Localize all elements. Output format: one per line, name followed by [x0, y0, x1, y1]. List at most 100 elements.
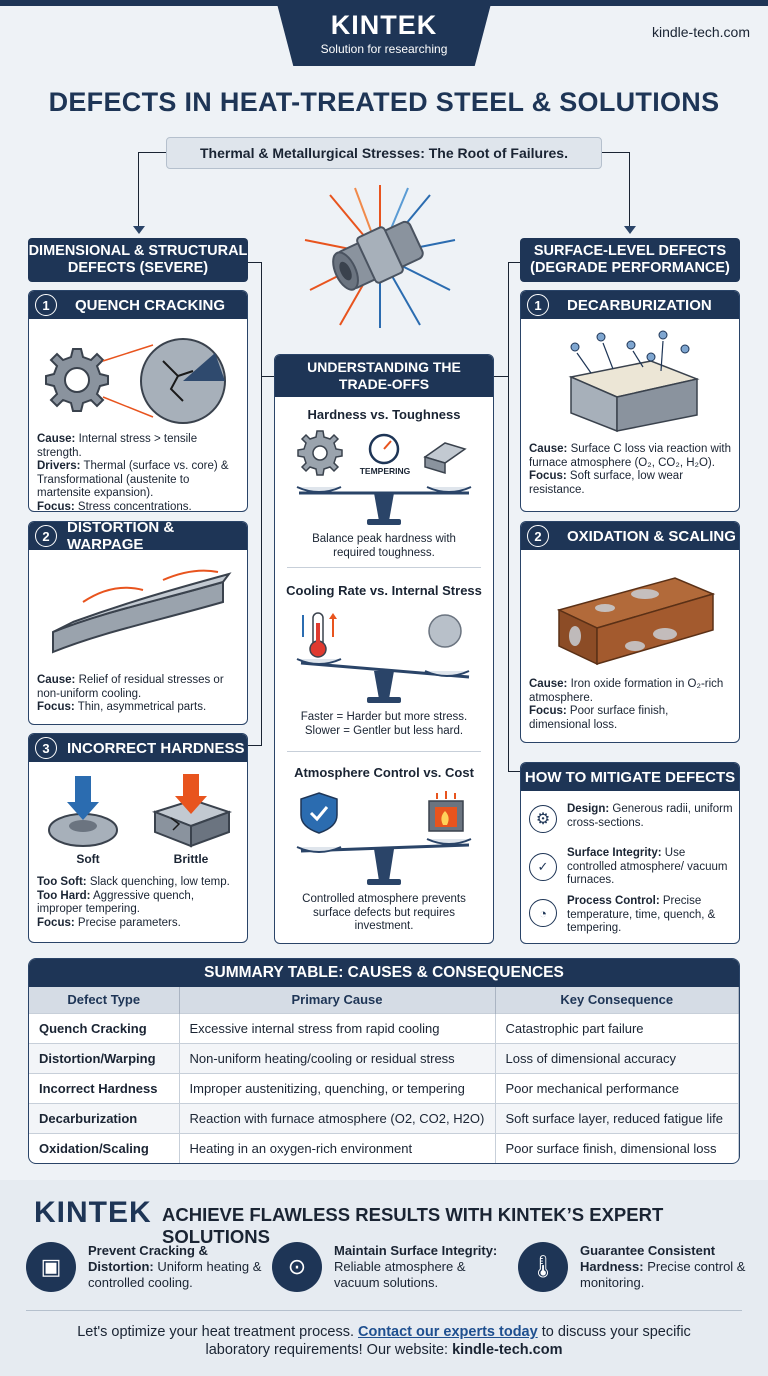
website-link[interactable]: kindle-tech.com	[651, 24, 750, 40]
tradeoff-3-caption: Controlled atmosphere prevents surface d…	[302, 893, 466, 932]
cta-mid: to discuss your specific laboratory requ…	[205, 1324, 691, 1358]
feature-surface: ⊙ Maintain Surface Integrity: Reliable a…	[272, 1240, 512, 1300]
distortion-text: Cause: Relief of residual stresses or no…	[37, 674, 239, 715]
distortion-title: DISTORTION & WARPAGE	[67, 519, 175, 553]
header-defect-type: Defect Type	[29, 987, 180, 1013]
table-cell: Loss of dimensional accuracy	[495, 1042, 739, 1073]
qc-drivers-label: Drivers:	[37, 460, 81, 472]
tradeoffs-panel: UNDERSTANDING THE TRADE-OFFS Hardness vs…	[274, 354, 494, 944]
header-primary-cause: Primary Cause	[179, 987, 496, 1013]
connector-center-right	[494, 376, 508, 377]
qc-focus-label: Focus:	[37, 500, 75, 513]
footer-logo[interactable]: KINTEK	[34, 1196, 152, 1229]
summary-table: Defect Type Primary Cause Key Consequenc…	[29, 987, 739, 1163]
dc-cause-label: Cause:	[529, 443, 568, 455]
dc-focus-label: Focus:	[529, 470, 567, 482]
qc-cause: Internal stress > tensile strength.	[37, 433, 198, 459]
feature-hardness-text: Precise control & monitoring.	[580, 1259, 746, 1290]
dist-focus: Thin, asymmetrical parts.	[77, 701, 207, 713]
table-cell: Decarburization	[29, 1102, 180, 1133]
oxidation-header: 2 OXIDATION & SCALING	[521, 522, 739, 550]
mitigate-surface-text: Use controlled atmosphere/ vacuum furnac…	[567, 847, 728, 886]
decarburization-text: Cause: Surface C loss via reaction with …	[529, 443, 731, 497]
feature-surface-label: Maintain Surface Integrity:	[334, 1243, 498, 1258]
qc-drivers: Thermal (surface vs. core) & Transformat…	[37, 460, 229, 499]
tradeoff-2-title: Cooling Rate vs. Internal Stress	[286, 583, 482, 598]
table-cell: Incorrect Hardness	[29, 1072, 180, 1103]
stress-burst-illustration	[304, 185, 456, 328]
tempering-label: TEMPERING	[359, 466, 411, 476]
table-cell: Soft surface layer, reduced fatigue life	[495, 1102, 739, 1133]
furnace-icon: ▣	[26, 1242, 76, 1292]
mitigate-surface-label: Surface Integrity:	[567, 847, 662, 859]
balance-scale-icon-2	[296, 612, 470, 703]
dc-focus: Soft surface, low wear resistance.	[529, 470, 684, 496]
decarburization-header: 1 DECARBURIZATION	[521, 291, 739, 319]
quench-cracking-text: Cause: Internal stress > tensile strengt…	[37, 433, 239, 514]
tradeoff-2-caption-a: Faster = Harder but more stress.	[300, 711, 468, 723]
tradeoff-1-caption: Balance peak hardness with required toug…	[312, 533, 456, 559]
oxidation-panel: 2 OXIDATION & SCALING Cause: Iron oxide …	[520, 521, 740, 743]
mitigate-title: HOW TO MITIGATE DEFECTS	[524, 768, 736, 786]
ih-soft-label: Too Soft:	[37, 876, 87, 888]
arrow-right	[624, 226, 636, 234]
oxidation-number: 2	[527, 525, 549, 547]
distortion-panel: 2 DISTORTION & WARPAGE Cause: Relief of …	[28, 519, 248, 725]
cta-website-link[interactable]: kindle-tech.com	[452, 1342, 563, 1358]
ox-focus-label: Focus:	[529, 705, 567, 717]
logo-tab	[276, 0, 492, 66]
feature-surface-text: Reliable atmosphere & vacuum solutions.	[334, 1259, 466, 1290]
incorrect-hardness-header: 3 INCORRECT HARDNESS	[29, 734, 247, 762]
mitigate-process-label: Process Control:	[567, 895, 660, 907]
bracket-right	[508, 262, 520, 772]
right-section-header: SURFACE-LEVEL DEFECTS (DEGRADE PERFORMAN…	[520, 238, 740, 282]
arrow-left	[133, 226, 145, 234]
summary-table-title: SUMMARY TABLE: CAUSES & CONSEQUENCES	[29, 959, 739, 987]
ox-cause-label: Cause:	[529, 678, 568, 690]
incorrect-hardness-number: 3	[35, 737, 57, 759]
decarburization-title: DECARBURIZATION	[567, 296, 712, 314]
shield-icon: ✓	[529, 853, 557, 881]
feature-cracking-text: Uniform heating & controlled cooling.	[88, 1259, 262, 1290]
footer-divider	[26, 1310, 742, 1311]
contact-experts-link[interactable]: Contact our experts today	[358, 1324, 538, 1340]
tradeoff-1-title: Hardness vs. Toughness	[307, 407, 461, 422]
dist-focus-label: Focus:	[37, 701, 75, 713]
distortion-header: 2 DISTORTION & WARPAGE	[29, 519, 247, 553]
connector-right	[602, 152, 630, 230]
left-section-header: DIMENSIONAL & STRUCTURAL DEFECTS (SEVERE…	[28, 238, 248, 282]
gauge-icon: ◔	[529, 899, 557, 927]
ih-focus-label: Focus:	[37, 916, 75, 929]
decarburization-panel: 1 DECARBURIZATION Cause: Surface C loss …	[520, 290, 740, 512]
mitigate-design-text: Generous radii, uniform cross-sections.	[567, 803, 733, 829]
table-cell: Quench Cracking	[29, 1012, 180, 1043]
gear-crack-icon	[45, 338, 226, 424]
rusted-block-icon	[556, 577, 716, 666]
tradeoffs-header: UNDERSTANDING THE TRADE-OFFS	[275, 355, 493, 397]
incorrect-hardness-text: Too Soft: Slack quenching, low temp. Too…	[37, 876, 239, 930]
bracket-left	[248, 262, 262, 746]
table-cell: Poor mechanical performance	[495, 1072, 739, 1103]
header-key-consequence: Key Consequence	[495, 987, 739, 1013]
kintek-logo[interactable]: KINTEK	[330, 10, 438, 40]
warped-bar-icon	[52, 569, 232, 654]
divider-1	[287, 567, 481, 568]
tradeoff-3-title: Atmosphere Control vs. Cost	[294, 765, 474, 780]
tradeoffs-title-2: TRADE-OFFS	[338, 376, 430, 392]
summary-table-panel: SUMMARY TABLE: CAUSES & CONSEQUENCES Def…	[28, 958, 740, 1164]
tradeoff-2-caption-b: Slower = Gentler but less hard.	[304, 725, 464, 737]
oxidation-text: Cause: Iron oxide formation in O₂-rich a…	[529, 678, 731, 732]
mitigate-item-process: ◔ Process Control: Precise temperature, …	[529, 895, 733, 939]
table-cell: Oxidation/Scaling	[29, 1132, 180, 1163]
quench-cracking-number: 1	[35, 294, 57, 316]
mitigate-header: HOW TO MITIGATE DEFECTS	[521, 763, 739, 791]
dc-cause: Surface C loss via reaction with furnace…	[529, 443, 731, 469]
tradeoffs-title-1: UNDERSTANDING THE	[307, 359, 461, 375]
balance-scale-icon-3	[296, 791, 472, 885]
incorrect-hardness-panel: 3 INCORRECT HARDNESS Soft Brittle Too So…	[28, 733, 248, 943]
feature-hardness-label: Guarantee Consistent Hardness:	[580, 1243, 716, 1274]
